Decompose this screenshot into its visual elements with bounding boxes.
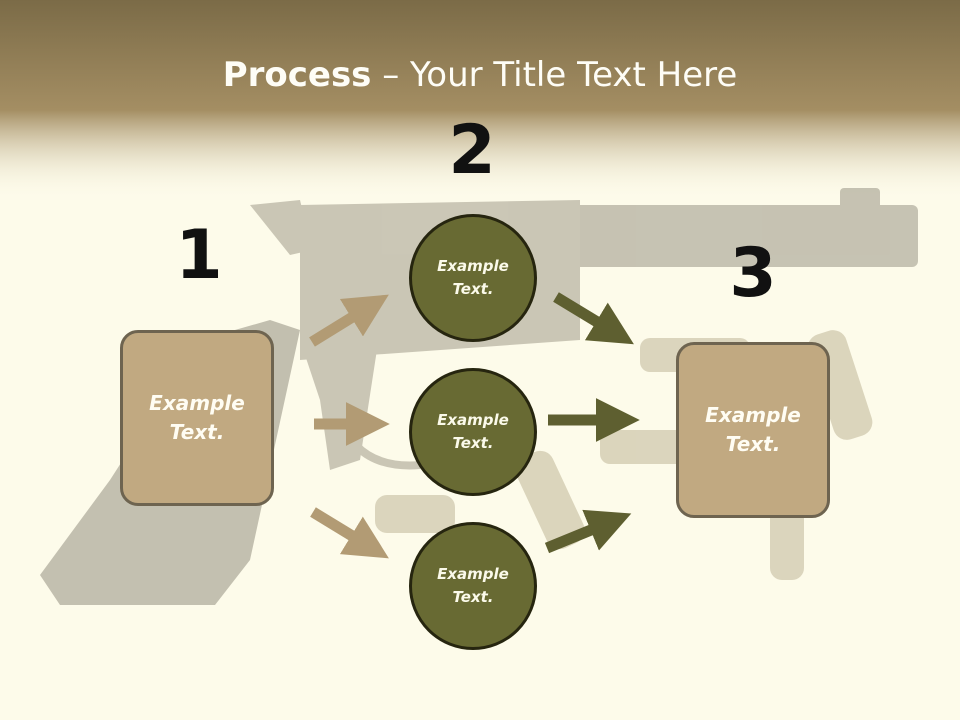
arrow-from-circle-top xyxy=(553,292,634,345)
circle-bottom[interactable]: Example Text. xyxy=(409,522,537,650)
circle-top-line2: Text. xyxy=(452,280,494,298)
circle-middle[interactable]: Example Text. xyxy=(409,368,537,496)
step-1-text-line1: Example xyxy=(149,391,245,415)
circle-middle-line1: Example xyxy=(437,411,509,429)
arrow-to-circle-bottom xyxy=(310,507,389,559)
circle-top[interactable]: Example Text. xyxy=(409,214,537,342)
arrow-from-circle-bottom xyxy=(544,509,632,554)
circle-bottom-line1: Example xyxy=(437,565,509,583)
step-3-text-line1: Example xyxy=(705,403,801,427)
title-strong: Process xyxy=(222,55,372,95)
step-number-3: 3 xyxy=(729,234,777,313)
step-number-2: 2 xyxy=(448,111,496,190)
circle-top-line1: Example xyxy=(437,257,509,275)
step-1-box[interactable]: Example Text. xyxy=(120,330,274,506)
circle-middle-line2: Text. xyxy=(452,434,494,452)
circle-bottom-line2: Text. xyxy=(452,588,494,606)
title-rest: – Your Title Text Here xyxy=(371,55,738,95)
step-3-box[interactable]: Example Text. xyxy=(676,342,830,518)
step-3-text-line2: Text. xyxy=(725,432,781,456)
step-number-1: 1 xyxy=(175,216,223,295)
step-1-text-line2: Text. xyxy=(169,420,225,444)
slide-title: Process – Your Title Text Here xyxy=(0,52,960,98)
arrow-to-circle-top xyxy=(309,294,389,347)
